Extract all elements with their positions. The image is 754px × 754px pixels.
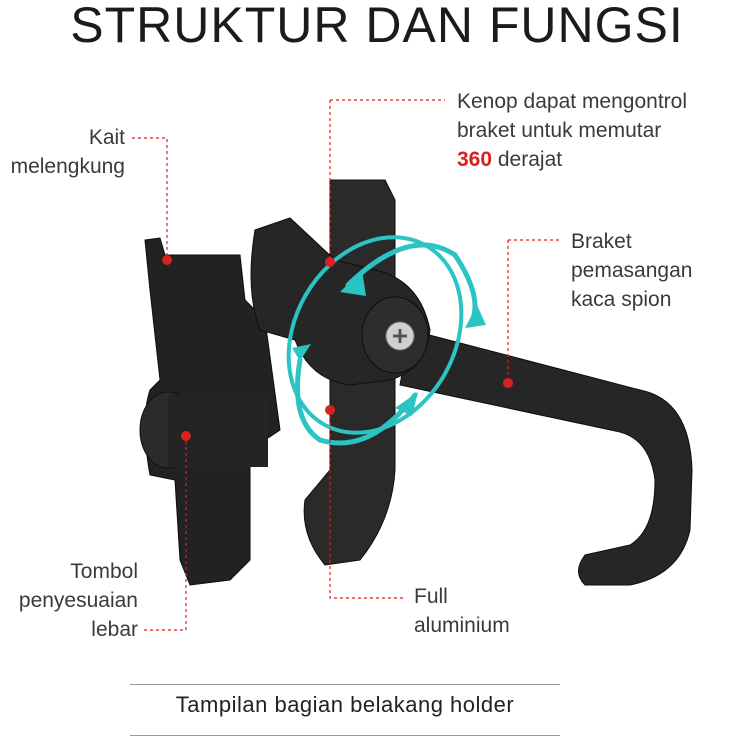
knob-label: Kenop dapat mengontrol braket untuk memu… [457,87,687,174]
caption: Tampilan bagian belakang holder [175,692,515,717]
hook-label-line-1: Kait [88,126,125,149]
width-button-label: Tombol penyesuaian lebar [0,557,138,644]
mirror-bracket-label-line-3: kaca spion [571,288,672,311]
knob-label-tail: derajat [492,148,563,171]
material-label: Full aluminium [414,582,510,640]
mirror-bracket-label: Braket pemasangan kaca spion [571,227,692,314]
caption-bottom-divider [130,735,560,736]
knob-label-line-3: 360 derajat [457,145,687,174]
hook-label: Kait melengkung [0,123,125,181]
material-leader-line [329,410,405,599]
knob-label-line-1: Kenop dapat mengontrol [457,90,688,113]
width-button-label-line-1: Tombol [70,560,138,583]
page-title: STRUKTUR DAN FUNGSI [70,0,684,53]
button-leader-line [144,436,187,631]
leader-lines [132,99,560,631]
width-button-label-line-2: penyesuaian [18,589,138,612]
leader-dot-icons [162,255,513,441]
material-label-line-2: aluminium [414,614,510,637]
mirror-bracket-label-line-2: pemasangan [571,259,693,282]
material-label-line-1: Full [414,585,448,608]
hook-leader-line [132,137,168,260]
caption-top-divider [130,684,560,685]
rotation-degree-value: 360 [457,148,493,171]
screw-icon [385,321,415,351]
arrow-head-icon [292,270,486,416]
knob-label-line-2: braket untuk memutar [457,119,662,142]
mirror-bracket-label-line-1: Braket [571,230,632,253]
hook-label-line-2: melengkung [10,155,125,178]
width-button-label-line-3: lebar [91,618,138,641]
phone-holder-image [139,179,693,586]
